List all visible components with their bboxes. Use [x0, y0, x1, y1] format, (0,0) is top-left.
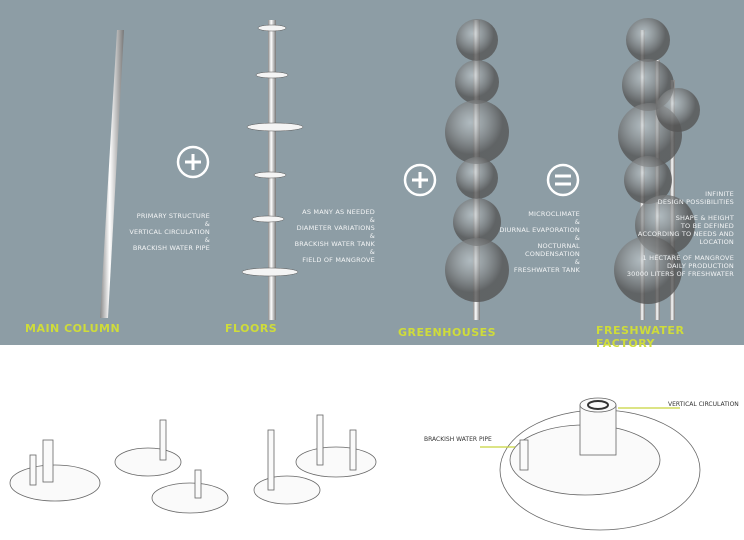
greenhouses-note: MICROCLIMATE & DIURNAL EVAPORATION & NOC… — [499, 210, 580, 274]
freshwater-factory-cluster — [614, 18, 700, 320]
floors-label: FLOORS — [225, 322, 278, 335]
floors-column — [241, 20, 304, 320]
main-column — [100, 30, 124, 318]
freshwater-factory-note: INFINITE DESIGN POSSIBILITIES SHAPE & HE… — [626, 190, 734, 278]
brackish-water-pipe-callout: BRACKISH WATER PIPE — [424, 436, 492, 443]
plus-icon — [403, 163, 437, 197]
equals-icon — [546, 163, 580, 197]
floors-note: AS MANY AS NEEDED & DIAMETER VARIATIONS … — [294, 208, 375, 264]
floor-models — [9, 397, 701, 531]
greenhouses-label: GREENHOUSES — [398, 326, 497, 339]
plus-icon — [176, 145, 210, 179]
vertical-circulation-callout: VERTICAL CIRCULATION — [668, 401, 739, 408]
main-column-label: MAIN COLUMN — [25, 322, 121, 335]
freshwater-factory-label: FRESHWATER FACTORY — [596, 324, 685, 350]
greenhouses-column — [445, 19, 509, 320]
main-column-note: PRIMARY STRUCTURE & VERTICAL CIRCULATION… — [129, 212, 210, 252]
